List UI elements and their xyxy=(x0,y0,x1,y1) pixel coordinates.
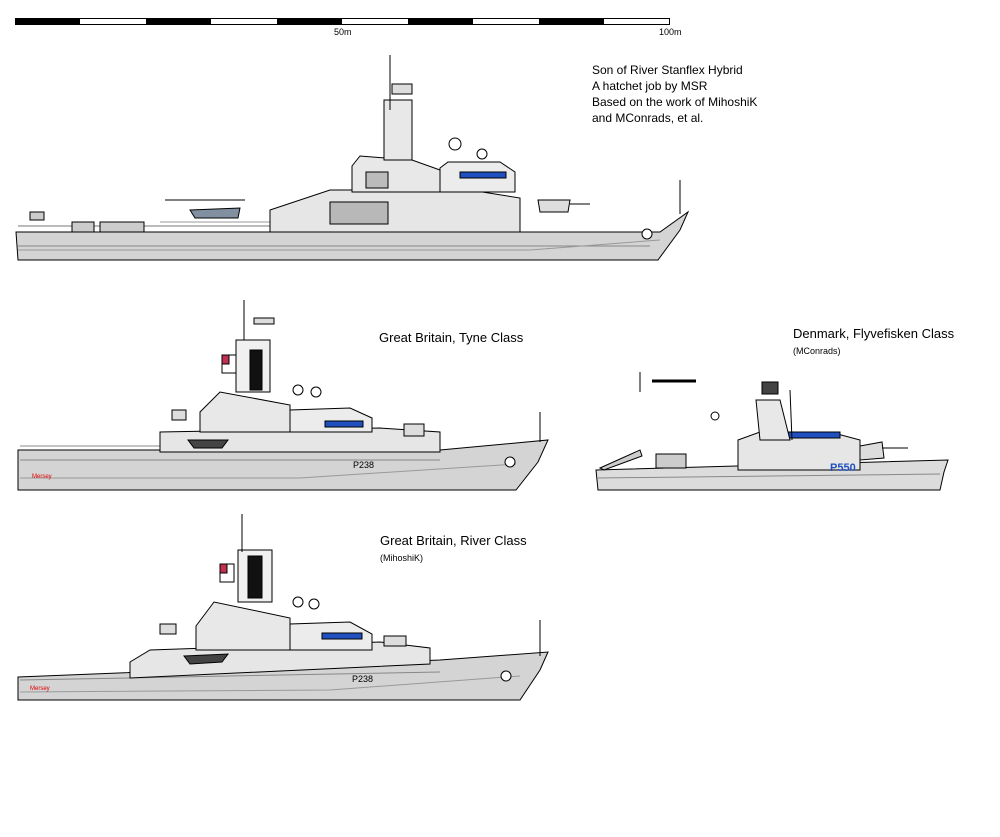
scale-label-100m: 100m xyxy=(659,27,682,37)
flyvefisken-title: Denmark, Flyvefisken Class xyxy=(793,326,955,341)
river-class-title: Great Britain, River Class xyxy=(380,533,527,548)
credits-block: Son of River Stanflex Hybrid A hatchet j… xyxy=(592,62,757,126)
credit-line-4: and MConrads, et al. xyxy=(592,111,704,125)
credit-line-1: Son of River Stanflex Hybrid xyxy=(592,63,743,77)
tyne-ship-name: Mersey xyxy=(32,474,52,480)
tyne-pennant: P238 xyxy=(353,460,375,470)
river-pennant: P238 xyxy=(352,674,374,684)
scale-bar-graphic xyxy=(15,18,670,25)
river-ship-name: Mersey xyxy=(30,686,50,692)
credit-line-2: A hatchet job by MSR xyxy=(592,79,708,93)
credit-line-3: Based on the work of MihoshiK xyxy=(592,95,758,109)
river-class-credit: (MihoshiK) xyxy=(380,553,424,563)
scale-bar xyxy=(15,18,671,26)
tyne-class-title: Great Britain, Tyne Class xyxy=(379,330,524,345)
flyvefisken-pennant: P550 xyxy=(830,462,856,474)
flyvefisken-credit: (MConrads) xyxy=(793,346,841,356)
scale-label-50m: 50m xyxy=(334,27,352,37)
